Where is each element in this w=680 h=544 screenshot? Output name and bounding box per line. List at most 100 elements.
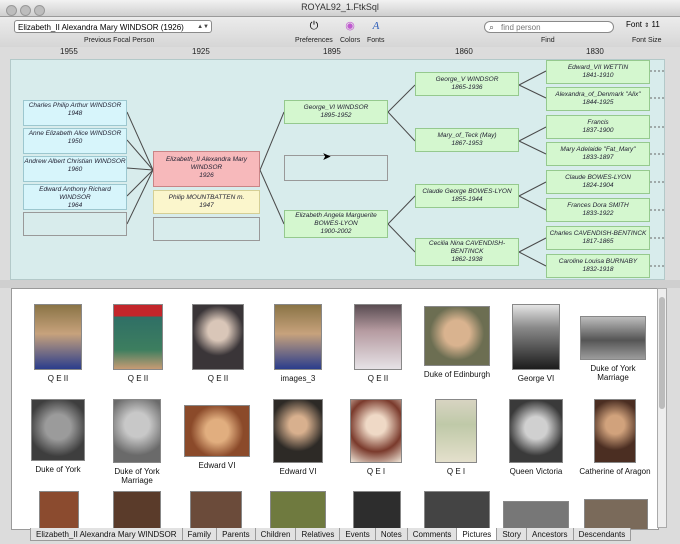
tab-descendants[interactable]: Descendants: [572, 528, 632, 541]
colors-button[interactable]: ◉: [342, 19, 358, 33]
picture-item[interactable]: [502, 501, 570, 529]
picture-item[interactable]: [268, 491, 328, 529]
tab-relatives[interactable]: Relatives: [295, 528, 341, 541]
picture-item[interactable]: [422, 491, 492, 529]
picture-item[interactable]: [112, 491, 162, 529]
tab-events[interactable]: Events: [339, 528, 376, 541]
picture-item[interactable]: Q E II: [108, 304, 168, 383]
generation-year: 1955: [60, 47, 78, 56]
picture-item[interactable]: Duke of York Marriage: [578, 316, 648, 382]
tab-person[interactable]: Elizabeth_II Alexandra Mary WINDSOR: [30, 528, 183, 541]
stepper-icon[interactable]: ⇕: [644, 23, 650, 29]
preferences-button[interactable]: ⏻: [306, 19, 322, 33]
portrait-thumbnail: [509, 399, 563, 463]
fonts-button[interactable]: A: [368, 19, 384, 33]
font-a-icon: A: [372, 20, 380, 32]
photo-thumbnail: [580, 316, 646, 360]
picture-item[interactable]: [188, 491, 244, 529]
tab-ancestors[interactable]: Ancestors: [525, 528, 574, 541]
empty-spouse-slot[interactable]: [153, 217, 260, 241]
picture-item[interactable]: Q E I: [346, 399, 406, 476]
search-input[interactable]: ⌕ find person: [484, 21, 614, 33]
photo-thumbnail: [584, 499, 648, 529]
picture-item[interactable]: Duke of York: [26, 399, 90, 474]
portrait-thumbnail: [353, 491, 401, 529]
great-grandparent-box[interactable]: Alexandra_of_Denmark "Alix"1844-1925: [546, 87, 650, 111]
picture-item[interactable]: Duke of Edinburgh: [422, 306, 492, 379]
tab-children[interactable]: Children: [254, 528, 297, 541]
picture-item[interactable]: [582, 499, 650, 529]
mouse-cursor-icon: ➤: [322, 151, 332, 163]
font-size-value: 11: [651, 20, 660, 29]
picture-item[interactable]: Duke of York Marriage: [104, 399, 170, 485]
gallery-scrollbar[interactable]: [657, 288, 667, 528]
tab-family[interactable]: Family: [181, 528, 218, 541]
empty-parent-slot[interactable]: [284, 155, 388, 181]
close-window-button[interactable]: [6, 5, 17, 16]
color-wheel-icon: ◉: [345, 20, 355, 32]
tab-pictures[interactable]: Pictures: [456, 528, 498, 541]
great-grandparent-box[interactable]: Mary Adelaide "Fat_Mary"1833-1897: [546, 142, 650, 166]
picture-item[interactable]: Q E II: [348, 304, 408, 383]
chevron-updown-icon: ▲▼: [197, 24, 209, 30]
font-size-label: Font Size: [632, 37, 662, 44]
pane-splitter[interactable]: [0, 280, 680, 288]
portrait-thumbnail: [274, 304, 322, 370]
window-controls: [6, 3, 48, 21]
picture-item[interactable]: [352, 491, 402, 529]
scrollbar-thumb[interactable]: [659, 297, 665, 409]
picture-item[interactable]: [34, 491, 84, 529]
tree-connectors: [126, 70, 664, 267]
portrait-thumbnail: [113, 399, 161, 463]
portrait-thumbnail: [184, 405, 250, 457]
picture-item[interactable]: images_3: [268, 304, 328, 383]
tab-notes[interactable]: Notes: [374, 528, 408, 541]
portrait-thumbnail: [594, 399, 636, 463]
tab-parents[interactable]: Parents: [216, 528, 256, 541]
spouse-box[interactable]: Philip MOUNTBATTEN m.1947: [153, 190, 260, 214]
picture-item[interactable]: Q E II: [188, 304, 248, 383]
picture-item[interactable]: Edward VI: [268, 399, 328, 476]
zoom-window-button[interactable]: [34, 5, 45, 16]
focal-person-value: Elizabeth_II Alexandra Mary WINDSOR (192…: [18, 23, 184, 32]
search-icon: ⌕: [489, 22, 495, 32]
picture-item[interactable]: Q E II: [28, 304, 88, 383]
preferences-label: Preferences: [295, 37, 333, 44]
font-size-control[interactable]: Font ⇕ 11: [626, 20, 660, 29]
portrait-thumbnail: [350, 399, 402, 463]
picture-item[interactable]: George VI: [506, 304, 566, 383]
picture-item[interactable]: Queen Victoria: [506, 399, 566, 476]
focal-person-select[interactable]: Elizabeth_II Alexandra Mary WINDSOR (192…: [14, 20, 212, 33]
picture-item[interactable]: Q E I: [428, 399, 484, 476]
portrait-thumbnail: [273, 399, 323, 463]
portrait-thumbnail: [39, 491, 79, 529]
find-label: Find: [541, 37, 555, 44]
picture-item[interactable]: Edward VI: [182, 405, 252, 470]
tab-comments[interactable]: Comments: [406, 528, 458, 541]
portrait-thumbnail: [424, 491, 490, 529]
minimize-window-button[interactable]: [20, 5, 31, 16]
generation-year: 1925: [192, 47, 210, 56]
picture-item[interactable]: Catherine of Aragon: [578, 399, 652, 476]
grandparent-box[interactable]: Mary_of_Teck (May)1867-1953: [415, 128, 519, 152]
portrait-thumbnail: [113, 491, 161, 529]
empty-child-slot[interactable]: [23, 212, 127, 236]
tab-story[interactable]: Story: [496, 528, 527, 541]
